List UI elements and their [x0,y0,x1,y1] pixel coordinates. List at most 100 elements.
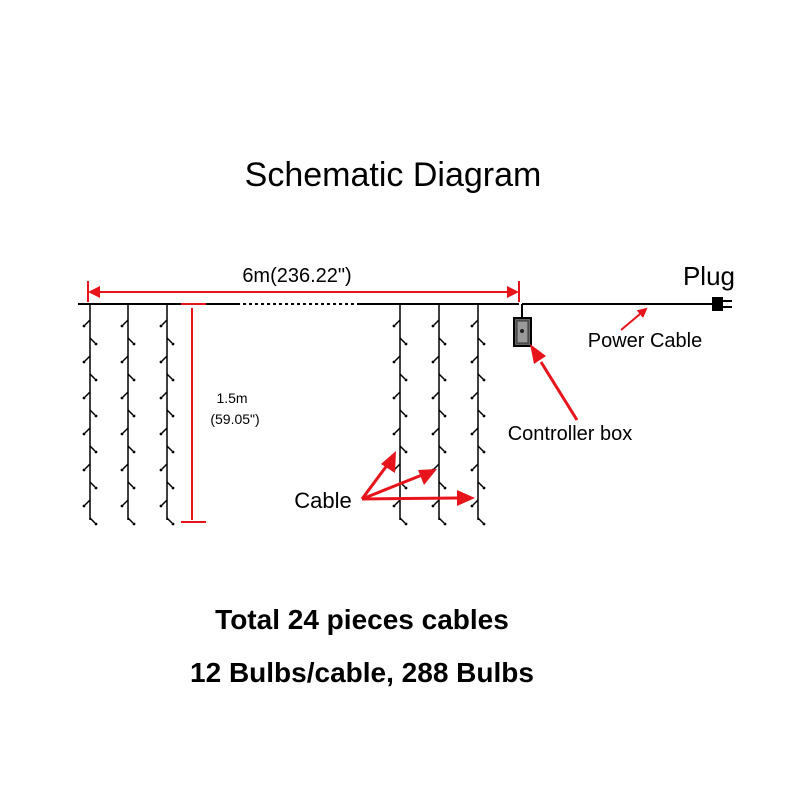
bulb-dot [171,342,175,346]
bulb-mark [438,373,445,380]
bulb-mark [399,409,406,416]
light-strand [82,304,98,526]
bulb-mark [394,391,401,398]
diagram-title: Schematic Diagram [244,156,542,194]
cable-label: Cable [294,488,351,513]
controller-box-label: Controller box [508,423,633,445]
bulb-mark [477,517,484,524]
bulb-mark [161,499,168,506]
width-label: 6m(236.22") [242,265,351,287]
bulb-mark [438,409,445,416]
bulb-dot [431,396,435,400]
bulb-mark [84,499,91,506]
bulb-dot [94,522,98,526]
bulb-mark [472,355,479,362]
bulb-mark [438,481,445,488]
bulb-mark [472,499,479,506]
bulb-dot [94,342,98,346]
bulb-dot [120,396,124,400]
bulb-mark [433,319,440,326]
bulb-mark [161,463,168,470]
bulb-mark [127,481,134,488]
power-line [521,303,713,318]
bulb-dot [431,324,435,328]
bulb-dot [159,396,163,400]
bulb-mark [433,391,440,398]
bulb-mark [122,427,129,434]
bulb-dot [443,342,447,346]
bulb-dot [132,342,136,346]
bulb-dot [94,486,98,490]
bulb-mark [477,481,484,488]
bulb-mark [394,499,401,506]
bulb-dot [171,522,175,526]
bulb-mark [399,337,406,344]
bulb-dot [94,450,98,454]
bulb-mark [433,463,440,470]
plug-label: Plug [683,261,735,291]
bulb-dot [171,486,175,490]
bulb-dot [159,324,163,328]
bulbs-count-text: 12 Bulbs/cable, 288 Bulbs [190,657,534,688]
bulb-dot [82,432,86,436]
bulb-dot [132,522,136,526]
plug-icon [712,297,732,311]
bulb-mark [438,517,445,524]
bulb-mark [161,355,168,362]
light-strand [159,304,175,526]
bulb-mark [161,427,168,434]
bulb-mark [89,517,96,524]
bulb-mark [472,427,479,434]
light-strand [431,304,447,526]
bulb-dot [482,414,486,418]
bulb-mark [399,373,406,380]
bulb-mark [394,319,401,326]
bulb-dot [159,360,163,364]
bulb-mark [84,391,91,398]
height-dimension [181,303,206,523]
light-strand [392,304,408,526]
bulb-dot [132,450,136,454]
bulb-dot [404,414,408,418]
bulb-mark [127,337,134,344]
bulb-dot [392,396,396,400]
bulb-dot [159,468,163,472]
bulb-dot [120,432,124,436]
bulb-mark [122,391,129,398]
bulb-mark [166,373,173,380]
bulb-dot [470,396,474,400]
power-cable-label: Power Cable [588,330,703,352]
bulb-mark [438,445,445,452]
bulb-dot [159,432,163,436]
bulb-mark [127,445,134,452]
bulb-mark [89,373,96,380]
bulb-mark [433,355,440,362]
total-cables-text: Total 24 pieces cables [215,604,509,635]
bulb-mark [394,355,401,362]
bulb-dot [82,360,86,364]
bulb-dot [159,504,163,508]
light-strand [120,304,136,526]
bulb-mark [472,391,479,398]
light-strand [470,304,486,526]
bulb-dot [482,522,486,526]
width-dimension [87,281,520,302]
bulb-dot [443,414,447,418]
bulb-mark [472,463,479,470]
bulb-dot [482,450,486,454]
bulb-mark [438,337,445,344]
bulb-mark [127,373,134,380]
bulb-mark [477,445,484,452]
bulb-dot [470,468,474,472]
bulb-dot [443,486,447,490]
height-label-meters: 1.5m [216,390,247,406]
bulb-dot [120,504,124,508]
bulb-dot [470,432,474,436]
bulb-dot [431,504,435,508]
bulb-dot [431,432,435,436]
controller-box-shape [513,317,532,347]
bulb-dot [132,414,136,418]
bulb-dot [470,504,474,508]
bulb-dot [443,450,447,454]
